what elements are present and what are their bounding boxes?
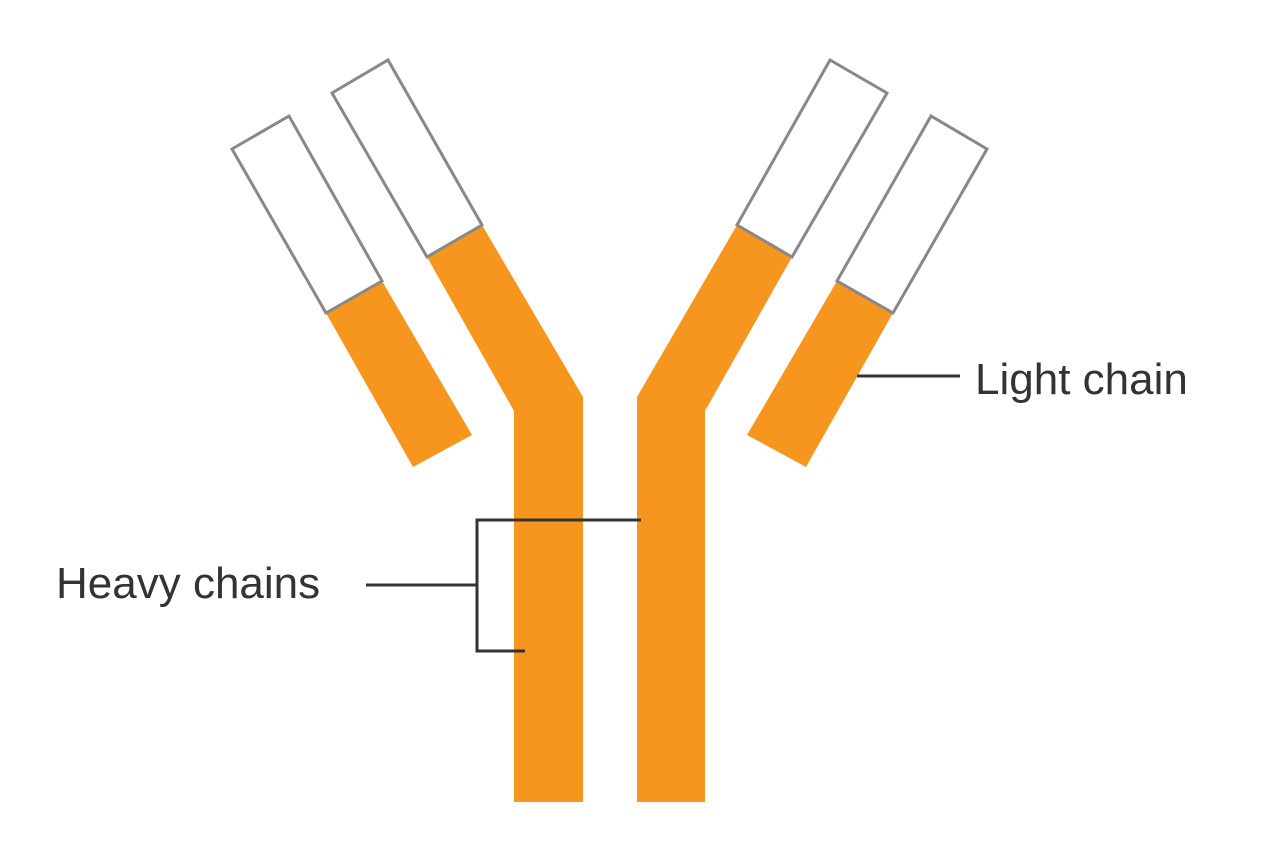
left-heavy-chain-constant-region [427,225,583,802]
left-light-chain-constant-region [326,281,472,467]
left-heavy-chain-variable-region [329,57,485,260]
right-light-chain-variable-region [834,113,990,316]
right-heavy-chain-variable-region [734,57,890,260]
right-light-chain-constant-region [747,281,893,467]
light-chain-label: Light chain [975,355,1188,404]
left-light-chain-variable-region [229,113,385,316]
heavy-chains-label: Heavy chains [56,559,320,608]
right-heavy-chain-constant-region [637,225,792,802]
